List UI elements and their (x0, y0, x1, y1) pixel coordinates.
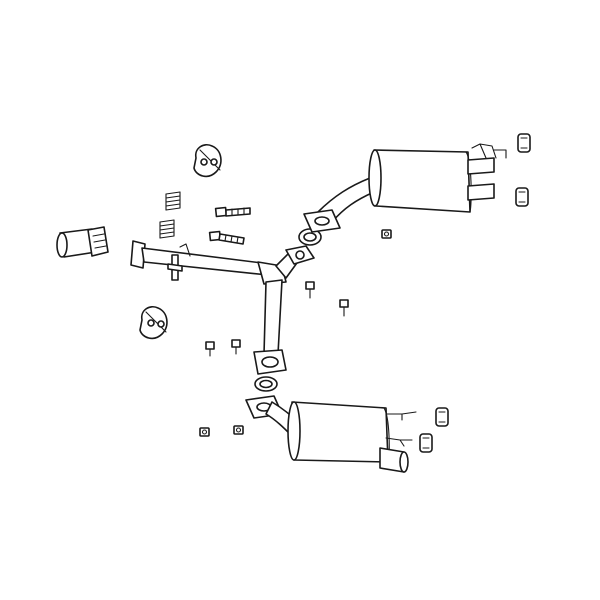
bolt-small-3 (205, 341, 215, 357)
bolt-small-4 (231, 339, 241, 355)
bolt-small-2 (339, 299, 349, 317)
spring-upper (165, 191, 181, 211)
bushing-1 (517, 133, 531, 153)
nut-1 (381, 229, 392, 239)
lower-muffler (245, 395, 417, 473)
spring-lower (159, 219, 175, 239)
upper-ring-gasket (298, 228, 322, 246)
rubber-bushings (419, 133, 531, 453)
nut-2 (199, 427, 210, 437)
bolt-upper (214, 206, 251, 218)
flange-bolts (208, 206, 251, 245)
rubber-hanger-left (139, 305, 168, 340)
bushing-4 (419, 433, 433, 453)
lower-ring-gasket (254, 376, 278, 392)
rubber-hanger-top (193, 143, 222, 178)
springs (159, 191, 181, 239)
nut-3 (233, 425, 244, 435)
bolt-lower (208, 230, 245, 245)
upper-muffler (303, 143, 507, 233)
y-pipe (130, 240, 315, 375)
bolt-small-1 (305, 281, 315, 299)
front-pipe-stub (56, 226, 109, 258)
nuts (199, 229, 392, 437)
bushing-3 (435, 407, 449, 427)
bushing-2 (515, 187, 529, 207)
